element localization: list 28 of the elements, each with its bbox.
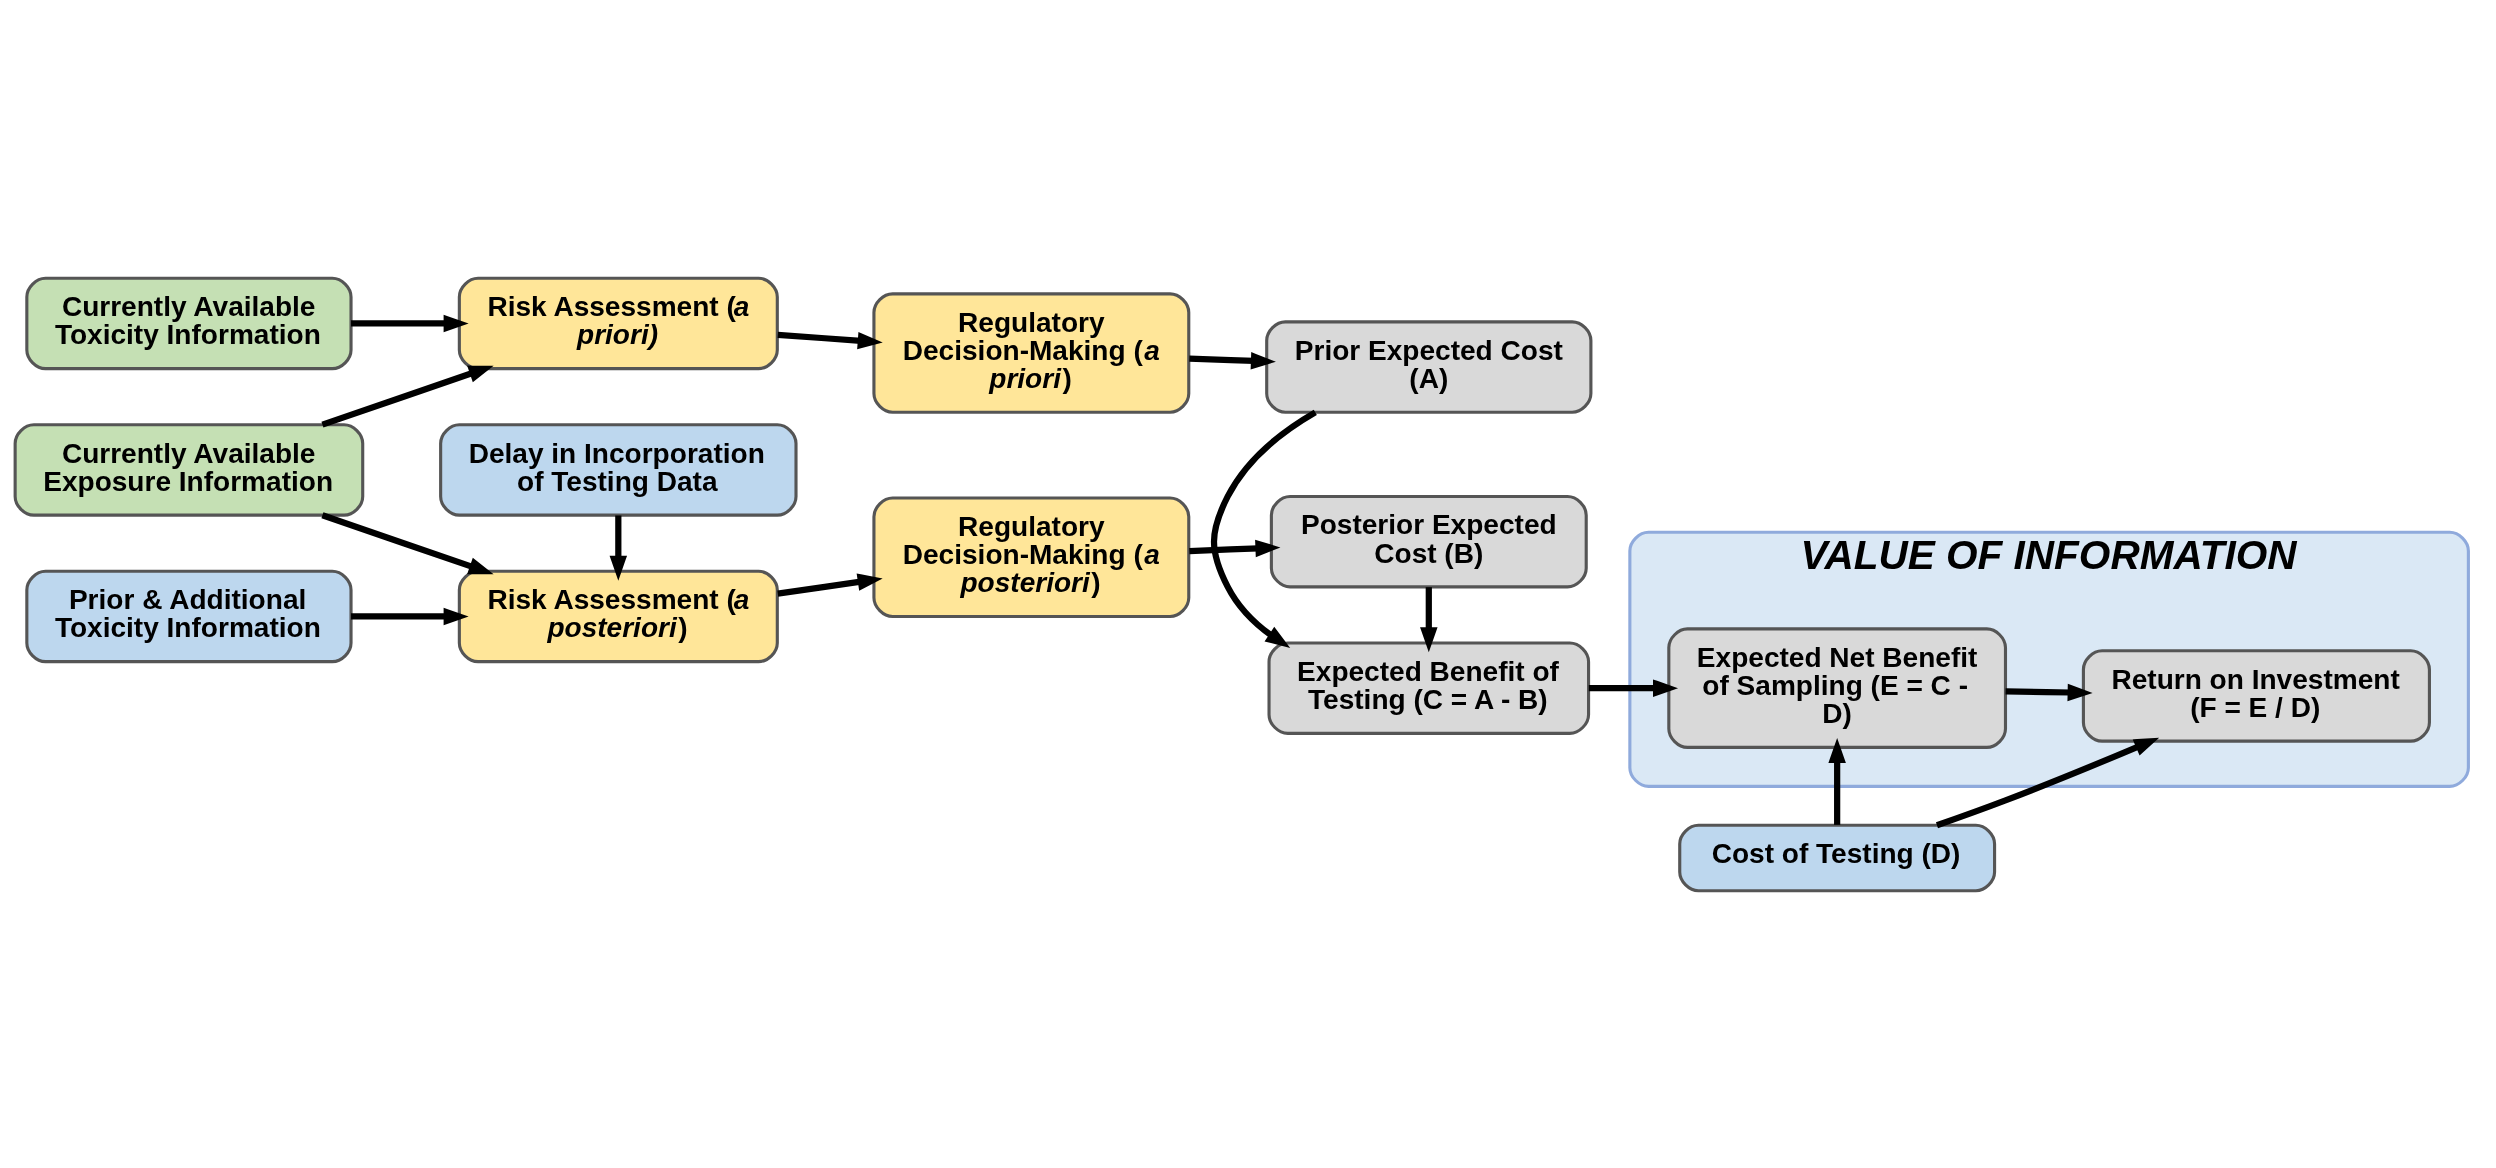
- arrow: [2005, 683, 2093, 701]
- node-box: Risk Assessment (a priori): [457, 276, 779, 370]
- node-box: Cost of Testing (D): [1678, 823, 1997, 892]
- node-box: Expected Benefit of Testing (C = A - B): [1267, 640, 1591, 735]
- arrow: [351, 314, 469, 332]
- arrow: [1189, 539, 1281, 557]
- node-box: Expected Net Benefit of Sampling (E = C - D): [1667, 626, 2008, 749]
- node-box: Posterior Expected Cost (B): [1269, 494, 1588, 588]
- node-box: Currently Available Exposure Information: [13, 422, 365, 517]
- node-box: Return on Investment (F = E / D): [2081, 648, 2431, 743]
- arrow: [609, 514, 628, 581]
- arrow: [777, 572, 883, 597]
- node-box: Regulatory Decision-Making (a priori): [872, 291, 1191, 414]
- arrow: [1189, 351, 1276, 370]
- arrow: [321, 365, 494, 428]
- node-box: Risk Assessment (a posteriori): [457, 569, 779, 663]
- arrow: [351, 607, 469, 625]
- node-box: Currently Available Toxicity Information: [25, 276, 353, 370]
- node-box: Regulatory Decision-Making (a posteriori): [872, 495, 1191, 618]
- node-box: Prior Expected Cost (A): [1265, 319, 1593, 414]
- arrow: [1828, 737, 1846, 825]
- node-box: Delay in Incorporation of Testing Data: [439, 422, 798, 517]
- arrow: [777, 331, 883, 349]
- arrow: [1420, 586, 1438, 652]
- node-box: Prior & Additional Toxicity Information: [25, 569, 353, 663]
- arrow: [321, 511, 494, 574]
- arrow: [1588, 678, 1678, 697]
- arrow: [1210, 409, 1317, 648]
